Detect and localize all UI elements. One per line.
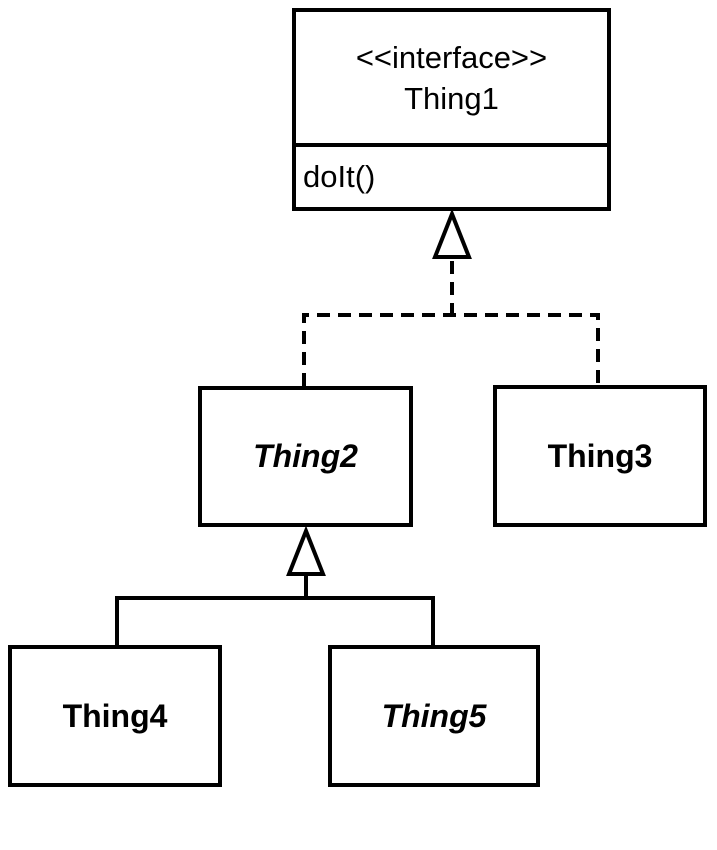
class-box-thing3: Thing3: [493, 385, 707, 527]
thing1-name-label: Thing1: [404, 80, 499, 116]
thing3-name-label: Thing3: [547, 437, 653, 474]
thing4-name-label: Thing4: [62, 697, 168, 734]
class-box-thing5: Thing5: [328, 645, 540, 787]
class-box-thing2: Thing2: [198, 386, 413, 527]
thing5-name-label: Thing5: [381, 697, 487, 734]
thing2-name-label: Thing2: [253, 438, 358, 474]
thing1-operation-label: doIt(): [303, 159, 376, 194]
realization-hollow-triangle-icon: [432, 208, 472, 259]
thing1-stereotype-label: <<interface>>: [355, 39, 548, 75]
class-box-thing1: <<interface>> Thing1 doIt(): [292, 8, 611, 211]
class-box-thing4: Thing4: [8, 645, 222, 787]
thing1-name-compartment: <<interface>> Thing1: [296, 12, 607, 143]
realization-branch-line: [302, 313, 600, 386]
thing1-operations-compartment: doIt(): [296, 143, 607, 207]
generalization-hollow-triangle-icon: [286, 525, 326, 576]
generalization-branch-line: [115, 596, 435, 645]
